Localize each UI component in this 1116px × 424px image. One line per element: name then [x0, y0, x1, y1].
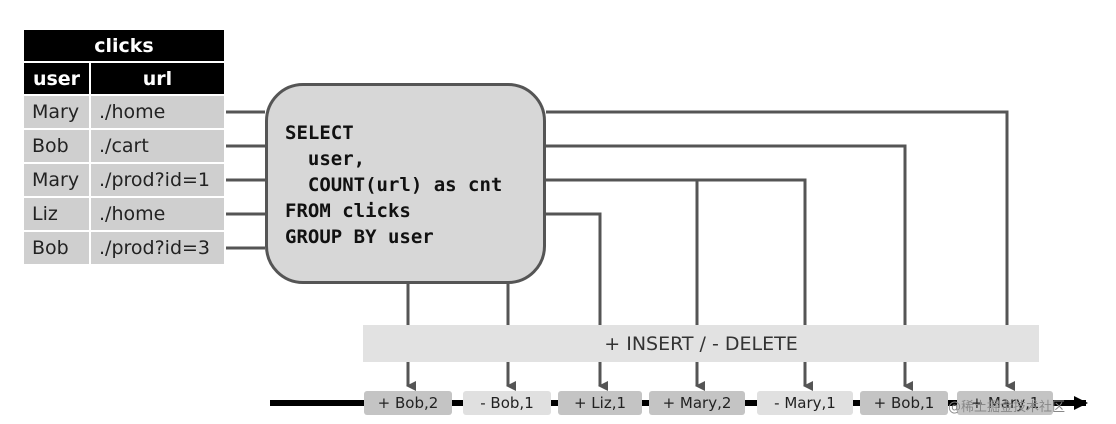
event-chip: + Bob,1	[860, 391, 948, 415]
watermark: @稀土掘金技术社区	[948, 400, 1066, 415]
input-wires	[226, 110, 265, 250]
cell-user: Bob	[24, 130, 89, 162]
cell-user: Liz	[24, 198, 89, 230]
changelog-band: + INSERT / - DELETE	[363, 325, 1039, 362]
sql-line: GROUP BY user	[285, 226, 434, 248]
output-wire-5	[697, 178, 813, 391]
cell-url: ./home	[91, 96, 224, 128]
cell-user: Mary	[24, 96, 89, 128]
sql-line: COUNT(url) as cnt	[285, 174, 503, 196]
cell-user: Mary	[24, 164, 89, 196]
table-title: clicks	[24, 30, 224, 61]
cell-url: ./cart	[91, 130, 224, 162]
event-chip: + Bob,2	[364, 391, 452, 415]
cell-url: ./prod?id=1	[91, 164, 224, 196]
event-chip: + Mary,1	[957, 391, 1053, 415]
header-user: user	[24, 63, 89, 94]
cell-url: ./home	[91, 198, 224, 230]
event-chip: + Mary,2	[649, 391, 745, 415]
sql-line: FROM clicks	[285, 200, 411, 222]
event-chip: + Liz,1	[558, 391, 642, 415]
sql-line: SELECT	[285, 122, 354, 144]
header-url: url	[91, 63, 224, 94]
query-box	[265, 83, 546, 284]
sql-line: user,	[285, 148, 366, 170]
event-chip: - Bob,1	[463, 391, 551, 415]
event-chip: - Mary,1	[757, 391, 853, 415]
output-wire-7	[546, 110, 1015, 391]
cell-user: Bob	[24, 232, 89, 264]
cell-url: ./prod?id=3	[91, 232, 224, 264]
output-wire-6	[546, 144, 913, 391]
